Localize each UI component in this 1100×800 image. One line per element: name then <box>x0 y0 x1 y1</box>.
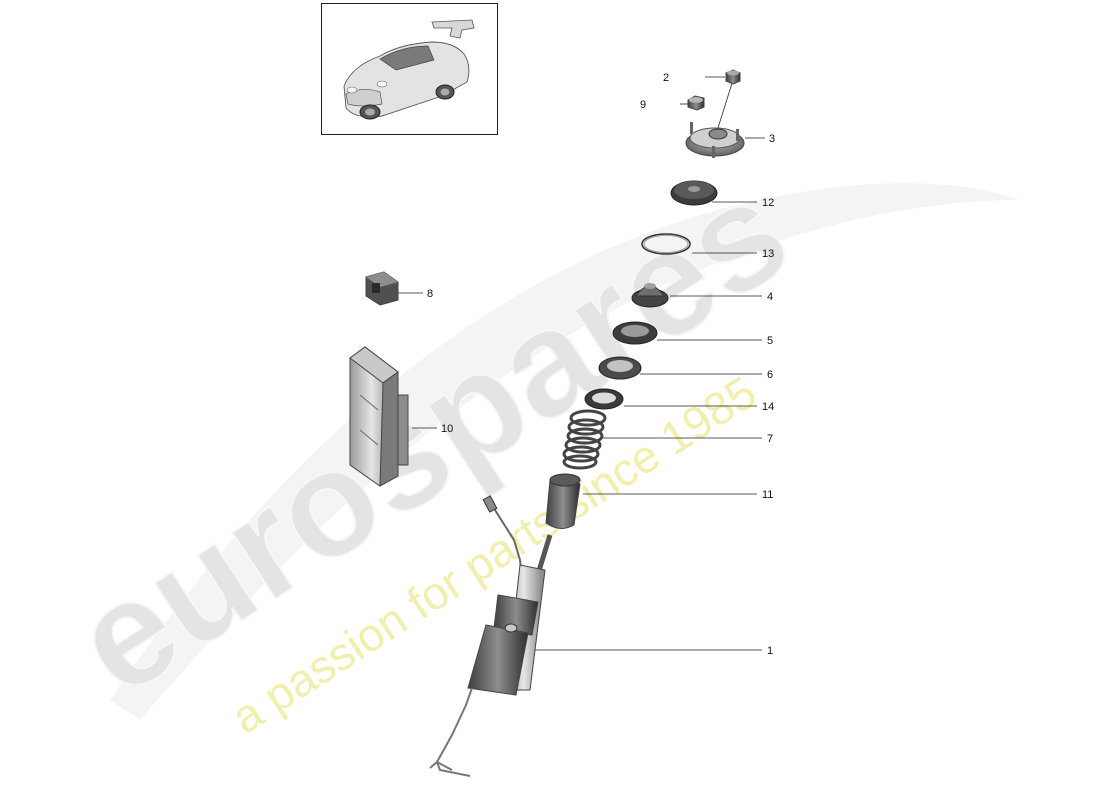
part-9-nut[interactable] <box>687 95 705 111</box>
callout-11[interactable]: 11 <box>762 489 773 501</box>
part-2-nut[interactable] <box>725 69 741 85</box>
callout-1[interactable]: 1 <box>767 645 773 657</box>
part-10-control-unit[interactable] <box>349 346 409 487</box>
part-13-o-ring[interactable] <box>641 233 691 255</box>
callout-8[interactable]: 8 <box>427 288 433 300</box>
part-14-spacer-ring[interactable] <box>584 388 624 410</box>
part-12-rubber-washer[interactable] <box>670 180 718 206</box>
leader-lines <box>398 76 765 651</box>
part-8-connector[interactable] <box>365 271 399 306</box>
callout-4[interactable]: 4 <box>767 291 773 303</box>
callout-13[interactable]: 13 <box>762 248 774 260</box>
callout-14[interactable]: 14 <box>762 401 774 413</box>
callout-3[interactable]: 3 <box>769 133 775 145</box>
callout-6[interactable]: 6 <box>767 369 773 381</box>
part-4-spring-cap[interactable] <box>631 283 669 308</box>
watermark-swoosh <box>110 183 1020 720</box>
callout-9[interactable]: 9 <box>640 99 646 111</box>
part-5-spring-seat[interactable] <box>612 321 658 345</box>
part-6-spring-seat[interactable] <box>598 356 642 380</box>
callout-7[interactable]: 7 <box>767 433 773 445</box>
part-1-shock-absorber[interactable] <box>429 495 553 777</box>
car-thumbnail-icon <box>343 19 475 120</box>
part-3-strut-mount[interactable] <box>685 122 745 158</box>
part-11-bump-stop[interactable] <box>545 473 581 529</box>
callout-2[interactable]: 2 <box>663 72 669 84</box>
part-7-coil-spring[interactable] <box>562 409 607 470</box>
callout-10[interactable]: 10 <box>441 423 453 435</box>
callout-5[interactable]: 5 <box>767 335 773 347</box>
callout-labels: 2 9 3 12 13 8 4 5 6 14 10 7 11 1 <box>427 72 775 657</box>
callout-12[interactable]: 12 <box>762 197 774 209</box>
vehicle-thumbnail[interactable] <box>321 3 498 135</box>
